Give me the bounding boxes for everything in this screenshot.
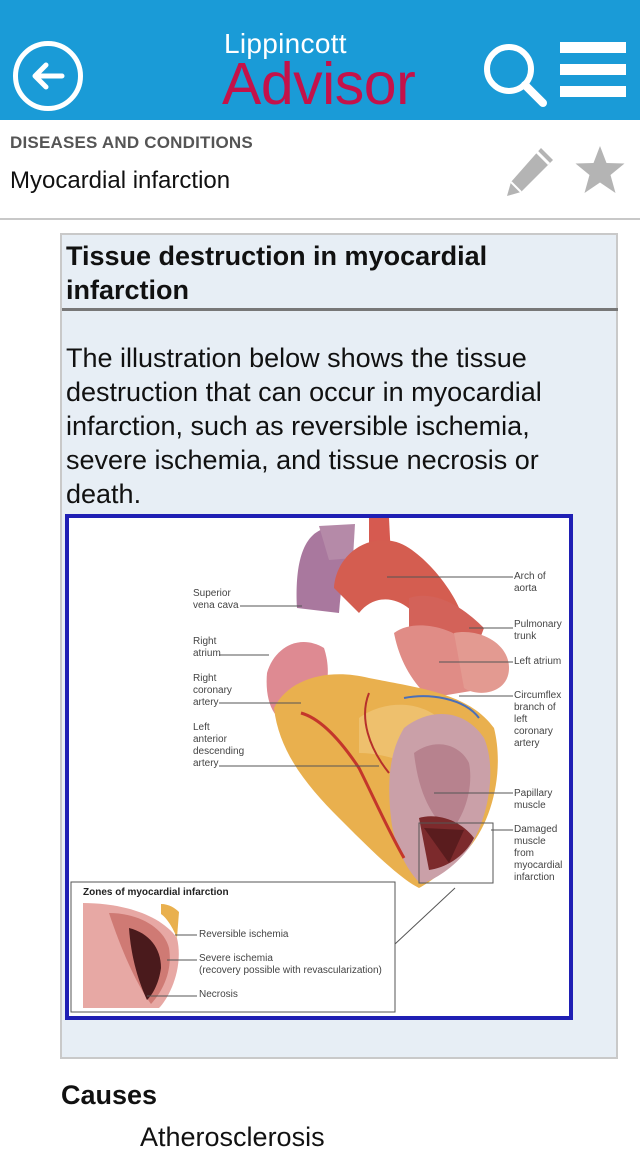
label-severe-ischemia: Severe ischemia (199, 953, 273, 964)
label-reversible-ischemia: Reversible ischemia (199, 929, 289, 940)
heart-drawing (70, 518, 513, 1013)
search-icon (484, 44, 547, 107)
card-body-text: The illustration below shows the tissue … (66, 343, 542, 509)
label-necrosis: Necrosis (199, 989, 238, 1000)
label-left-atrium: Left atrium (514, 656, 562, 667)
menu-icon (560, 42, 628, 97)
label-damaged-muscle: Damaged muscle from myocardial infarctio… (514, 824, 563, 883)
pencil-icon (507, 148, 553, 196)
content-card: Tissue destruction in myocardial infarct… (60, 233, 618, 1059)
label-left-anterior-descending-artery: Left anterior descending artery (193, 722, 245, 769)
label-circumflex-branch: Circumflex branch of left coronary arter… (514, 690, 562, 749)
brand-top-text: Lippincott (224, 28, 347, 59)
brand-main-text: Advisor (222, 51, 416, 117)
label-superior-vena-cava: Superior vena cava (193, 588, 239, 611)
inset-title: Zones of myocardial infarction (83, 887, 229, 898)
topic-title: Myocardial infarction (10, 167, 231, 194)
app-header: Lippincott Advisor (0, 0, 640, 120)
card-title: Tissue destruction in myocardial infarct… (66, 241, 488, 305)
label-arch-of-aorta: Arch of aorta (514, 571, 546, 594)
topic-header: DISEASES AND CONDITIONS Myocardial infar… (0, 120, 640, 220)
causes-heading: Causes (61, 1080, 158, 1110)
note-button[interactable] (503, 144, 557, 198)
back-button[interactable] (13, 41, 83, 111)
search-button[interactable] (482, 42, 548, 108)
app-logo: Lippincott Advisor (222, 28, 432, 117)
back-arrow-icon (32, 62, 65, 90)
label-papillary-muscle: Papillary muscle (514, 788, 553, 811)
menu-button[interactable] (560, 42, 628, 102)
card-divider (62, 308, 618, 311)
heart-illustration[interactable]: Superior vena cava Right atrium Right co… (65, 514, 573, 1020)
cause-item: Atherosclerosis (140, 1122, 325, 1152)
topic-category: DISEASES AND CONDITIONS (10, 133, 253, 152)
label-pulmonary-trunk: Pulmonary trunk (514, 619, 562, 642)
star-icon (575, 146, 625, 193)
favorite-button[interactable] (573, 144, 627, 198)
label-right-coronary-artery: Right coronary artery (193, 673, 232, 708)
label-right-atrium: Right atrium (193, 636, 221, 659)
label-severe-ischemia-note: (recovery possible with revascularizatio… (199, 965, 382, 976)
